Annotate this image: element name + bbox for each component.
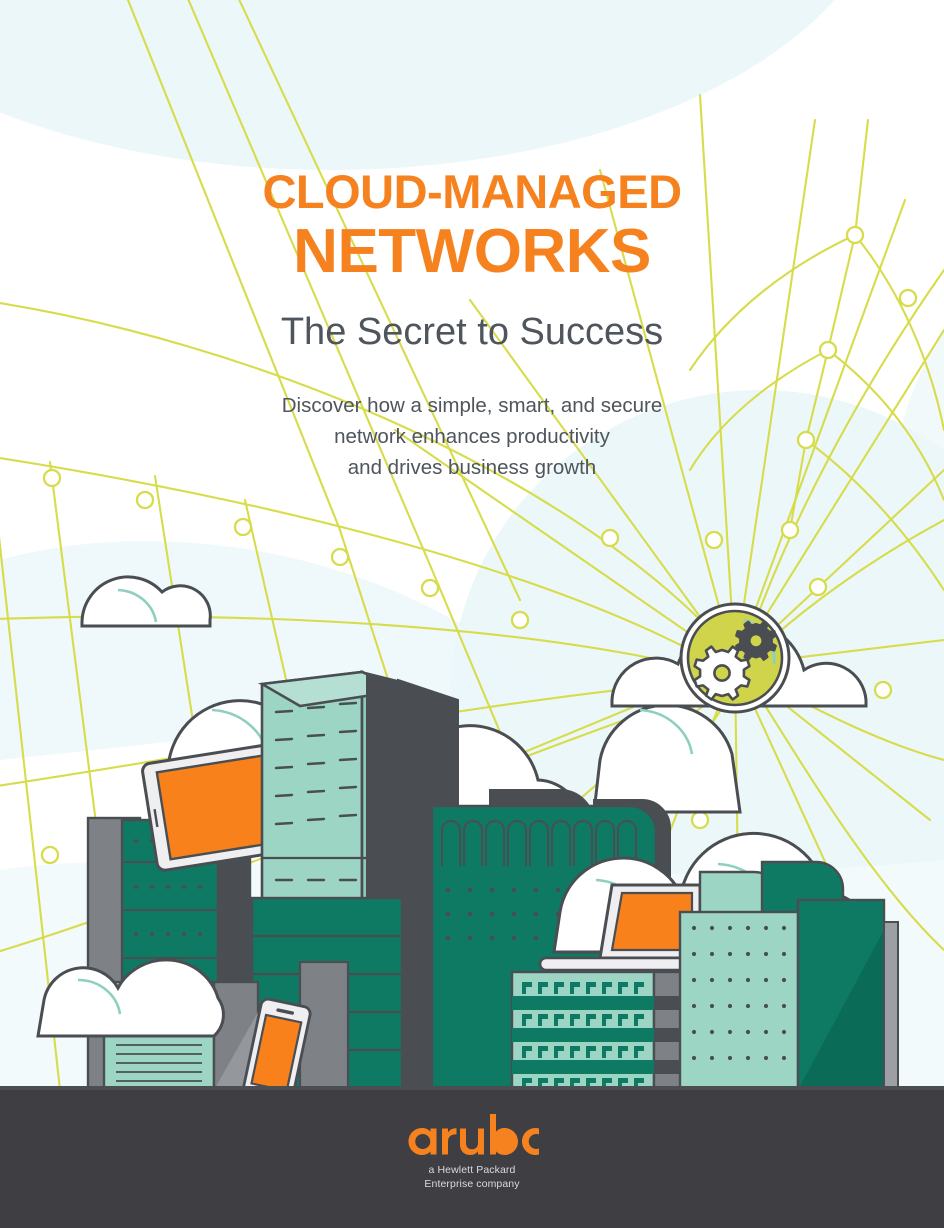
- outline-cloud: [80, 575, 212, 628]
- building-far-right: [796, 898, 899, 1090]
- city-skyline: [0, 670, 944, 1090]
- gear-dark-icon: [735, 620, 777, 661]
- deck-line-3: and drives business growth: [347, 456, 597, 480]
- laptop-device: [538, 883, 722, 972]
- cover-subtitle: The Secret to Success: [280, 310, 664, 353]
- deck-line-2: network enhances productivity: [334, 424, 610, 448]
- skyline-cloud-front-left: [36, 958, 225, 1038]
- network-upper-right: [688, 118, 944, 592]
- title-line-1: CLOUD-MANAGED: [262, 165, 682, 218]
- aruba-logo: a Hewlett Packard Enterprise company: [0, 1114, 944, 1192]
- cloud-with-gears-icon: [610, 602, 868, 714]
- gear-white-icon: [693, 645, 751, 701]
- building-right-dotted: [678, 910, 800, 1090]
- aruba-tagline: a Hewlett Packard Enterprise company: [0, 1164, 944, 1192]
- title-line-2: NETWORKS: [293, 217, 651, 286]
- aruba-wordmark-icon: [408, 1114, 539, 1155]
- cover-deck: Discover how a simple, smart, and secure…: [232, 390, 712, 483]
- footer-bar: a Hewlett Packard Enterprise company: [0, 1090, 944, 1228]
- deck-line-1: Discover how a simple, smart, and secure: [281, 393, 663, 417]
- tagline-line-1: a Hewlett Packard: [428, 1164, 516, 1176]
- building-striped-tower: [510, 970, 694, 1090]
- tagline-line-2: Enterprise company: [424, 1177, 520, 1190]
- cover-text-block: CLOUD-MANAGED NETWORKS The Secret to Suc…: [0, 168, 944, 483]
